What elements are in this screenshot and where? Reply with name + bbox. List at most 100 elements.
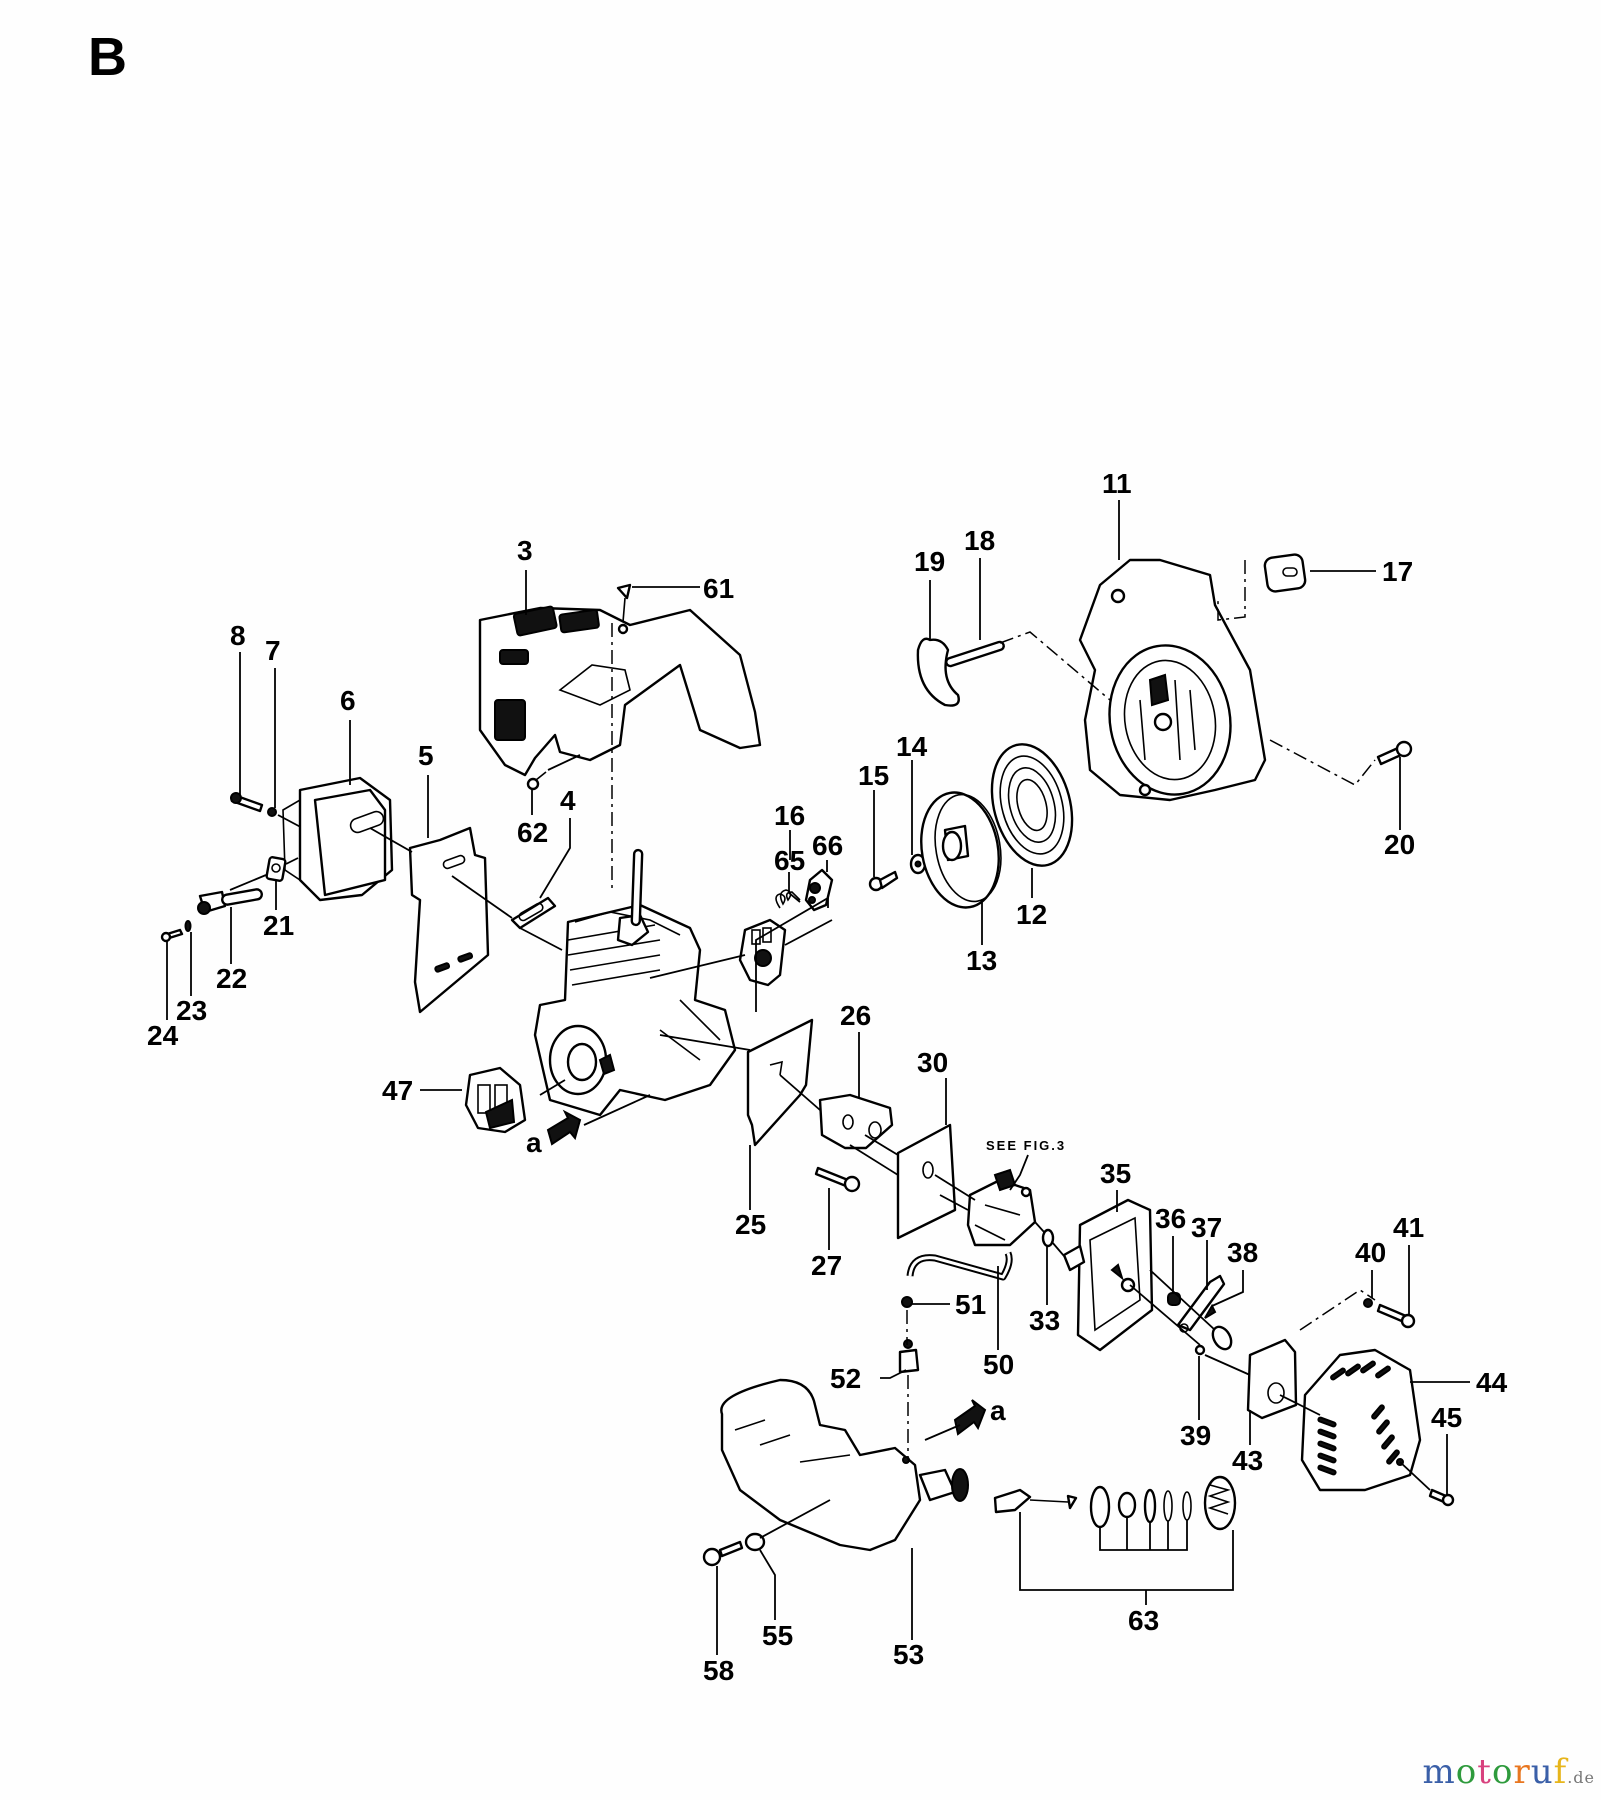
part-12-recoil-spring[interactable] [979, 735, 1085, 874]
part-44-air-filter-cover[interactable] [1300, 1348, 1422, 1492]
direction-marker-a-right: a [990, 1395, 1006, 1426]
label-15: 15 [858, 760, 889, 791]
assembly-lines [229, 560, 1431, 1539]
label-30: 30 [917, 1047, 948, 1078]
part-13-rope-pulley[interactable] [913, 786, 1009, 913]
part-55-collar[interactable] [744, 1532, 766, 1552]
label-38: 38 [1227, 1237, 1258, 1268]
part-20-screw[interactable] [1376, 740, 1413, 766]
part-61-screw[interactable] [616, 583, 632, 623]
part-58-tank-bolt[interactable] [702, 1540, 744, 1567]
label-36: 36 [1155, 1203, 1186, 1234]
part-50-fuel-hose[interactable] [906, 1251, 1013, 1281]
part-63-fuel-cap-assembly[interactable] [993, 1475, 1237, 1531]
part-65-pawl-spring[interactable] [775, 889, 801, 909]
label-23: 23 [176, 995, 207, 1026]
part-27-bolt[interactable] [814, 1166, 861, 1193]
watermark-letter: o [1491, 1752, 1514, 1792]
watermark-letter: r [1513, 1752, 1531, 1792]
label-25: 25 [735, 1209, 766, 1240]
direction-marker-a-left: a [526, 1127, 542, 1158]
label-24: 24 [147, 1020, 179, 1051]
part-30-carburetor-gasket[interactable] [896, 1123, 957, 1240]
label-58: 58 [703, 1655, 734, 1686]
part-8-bolt[interactable] [230, 792, 264, 813]
part-40-washer[interactable] [1363, 1298, 1373, 1308]
part-33-o-ring[interactable] [1041, 1228, 1055, 1248]
part-45-screw[interactable] [1428, 1488, 1455, 1507]
part-25-insulator-gasket[interactable] [746, 1018, 814, 1147]
part-15-pulley-screw[interactable] [868, 870, 899, 892]
label-27: 27 [811, 1250, 842, 1281]
label-44: 44 [1476, 1367, 1508, 1398]
part-26-insulator[interactable] [818, 1093, 894, 1150]
part-62-screw[interactable] [526, 754, 581, 791]
label-18: 18 [964, 525, 995, 556]
part-18-starter-rope[interactable] [945, 640, 1005, 668]
label-35: 35 [1100, 1158, 1131, 1189]
part-24-screw[interactable] [160, 928, 184, 943]
part-53-fuel-tank[interactable] [720, 1378, 969, 1552]
part-19-starter-handle[interactable] [916, 637, 960, 707]
label-50: 50 [983, 1349, 1014, 1380]
label-26: 26 [840, 1000, 871, 1031]
label-53: 53 [893, 1639, 924, 1670]
label-65: 65 [774, 845, 805, 876]
part-5-heat-shield[interactable] [408, 826, 490, 1014]
motoruf-watermark: motoruf.de [1423, 1752, 1595, 1792]
label-8: 8 [230, 620, 246, 651]
label-45: 45 [1431, 1402, 1462, 1433]
engine-cylinder-crankcase[interactable] [533, 848, 737, 1117]
part-16-pawl-housing[interactable] [738, 918, 787, 987]
part-47-clutch-shoe[interactable] [464, 1066, 527, 1134]
part-39-clip[interactable] [1194, 1324, 1235, 1356]
part-labels: 3 4 5 6 7 8 11 12 13 14 15 16 17 18 19 2… [147, 468, 1508, 1686]
part-17-grommet[interactable] [1263, 553, 1307, 593]
label-17: 17 [1382, 556, 1413, 587]
direction-arrow-a-left [546, 1109, 582, 1146]
label-21: 21 [263, 910, 294, 941]
label-20: 20 [1384, 829, 1415, 860]
label-62: 62 [517, 817, 548, 848]
part-36-nut[interactable] [1167, 1292, 1181, 1306]
part-21-spacer-plate[interactable] [265, 856, 287, 882]
label-19: 19 [914, 546, 945, 577]
watermark-letter: o [1455, 1752, 1478, 1792]
label-52: 52 [830, 1363, 861, 1394]
label-61: 61 [703, 573, 734, 604]
see-fig-3-note: SEE FIG.3 [986, 1138, 1066, 1153]
part-51-fuel-filter[interactable] [901, 1296, 913, 1308]
part-41-bolt[interactable] [1376, 1303, 1416, 1329]
watermark-letter: u [1530, 1752, 1554, 1792]
label-12: 12 [1016, 899, 1047, 930]
part-38-spring[interactable] [1204, 1303, 1217, 1319]
label-leaders [166, 500, 1470, 1655]
watermark-letter: f [1553, 1752, 1568, 1792]
part-35-air-filter-base[interactable] [1062, 1198, 1154, 1352]
part-6-muffler[interactable] [282, 776, 394, 902]
watermark-letter: t [1477, 1752, 1492, 1792]
label-41: 41 [1393, 1212, 1424, 1243]
part-43-air-filter-element[interactable] [1246, 1338, 1298, 1420]
label-37: 37 [1191, 1212, 1222, 1243]
label-66: 66 [812, 830, 843, 861]
part-22-stud-bolt[interactable] [197, 888, 263, 915]
part-23-washer[interactable] [184, 920, 192, 932]
label-5: 5 [418, 740, 434, 771]
label-55: 55 [762, 1620, 793, 1651]
label-22: 22 [216, 963, 247, 994]
label-47: 47 [382, 1075, 413, 1106]
part-3-cylinder-cover[interactable] [478, 605, 762, 777]
carburetor[interactable] [966, 1168, 1037, 1247]
part-52-grommet[interactable] [898, 1339, 920, 1374]
label-51: 51 [955, 1289, 986, 1320]
label-13: 13 [966, 945, 997, 976]
part-4-gasket[interactable] [510, 896, 557, 930]
part-11-starter-housing[interactable] [1078, 558, 1267, 804]
label-6: 6 [340, 685, 356, 716]
label-39: 39 [1180, 1420, 1211, 1451]
label-3: 3 [517, 535, 533, 566]
label-33: 33 [1029, 1305, 1060, 1336]
label-40: 40 [1355, 1237, 1386, 1268]
